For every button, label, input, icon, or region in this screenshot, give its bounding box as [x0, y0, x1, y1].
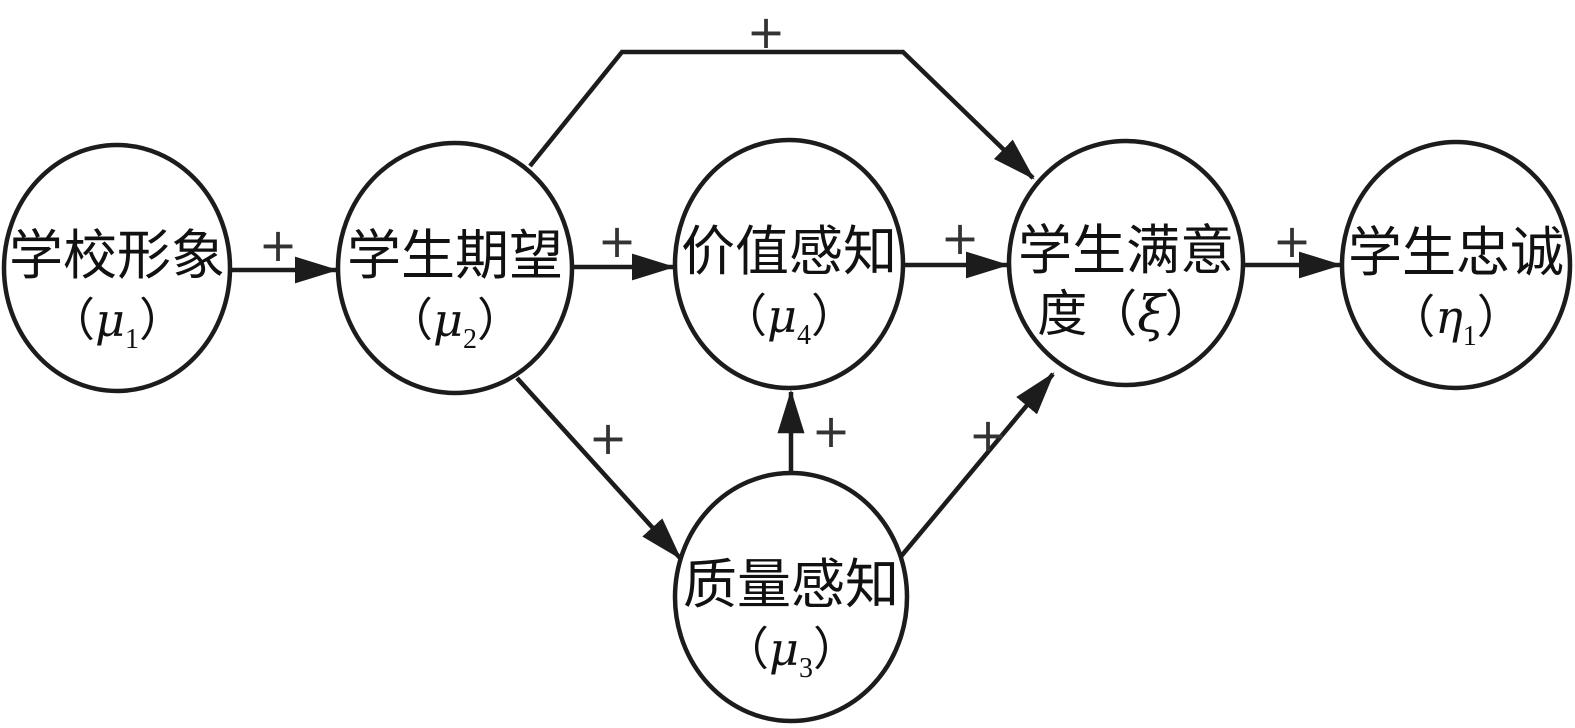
edge-sign-label: +	[1273, 214, 1312, 268]
node-student-satisfaction: 学生满意 度（ξ）	[1006, 138, 1246, 388]
node-value-perception-symbol: （μ4）	[721, 289, 857, 351]
node-quality-perception: 质量感知 （μ3）	[672, 470, 910, 724]
edge-sign-label: +	[941, 211, 980, 265]
node-quality-perception-ellipse	[672, 470, 910, 724]
edge-quality-perception-to-student-satisfaction	[896, 372, 1055, 562]
node-value-perception-ellipse	[672, 137, 906, 391]
node-school-image: 学校形象 （μ1）	[1, 142, 233, 394]
node-student-expectation: 学生期望 （μ2）	[335, 140, 575, 396]
node-student-loyalty-ellipse	[1339, 139, 1573, 391]
edge-student-expectation-to-quality-perception	[515, 376, 682, 560]
node-value-perception: 价值感知 （μ4）	[672, 137, 906, 391]
node-school-image-label: 学校形象	[9, 226, 225, 286]
node-student-expectation-symbol: （μ2）	[387, 293, 523, 355]
node-student-loyalty: 学生忠诚 （η1）	[1339, 139, 1573, 391]
edge-student-expectation-to-student-satisfaction	[528, 49, 1035, 180]
edge-sign-label: +	[259, 218, 298, 272]
edge-sign-label: +	[598, 214, 637, 268]
node-student-satisfaction-label-line1: 学生满意	[1018, 221, 1234, 281]
node-school-image-ellipse	[1, 142, 233, 394]
edge-sign-label: +	[589, 411, 628, 465]
edge-sign-label: +	[969, 408, 1008, 462]
node-student-satisfaction-label-line2: 度（ξ）	[1037, 285, 1215, 343]
node-student-loyalty-label: 学生忠诚	[1348, 223, 1564, 283]
node-quality-perception-label: 质量感知	[683, 555, 899, 615]
edge-sign-label: +	[812, 404, 851, 458]
node-quality-perception-symbol: （μ3）	[723, 622, 859, 684]
edge-sign-label: +	[747, 5, 786, 59]
node-school-image-symbol: （μ1）	[49, 293, 185, 355]
node-student-expectation-label: 学生期望	[347, 226, 563, 286]
node-student-loyalty-symbol: （η1）	[1389, 290, 1523, 352]
node-student-satisfaction-ellipse	[1006, 138, 1246, 388]
node-student-expectation-ellipse	[335, 140, 575, 396]
node-value-perception-label: 价值感知	[681, 222, 897, 282]
